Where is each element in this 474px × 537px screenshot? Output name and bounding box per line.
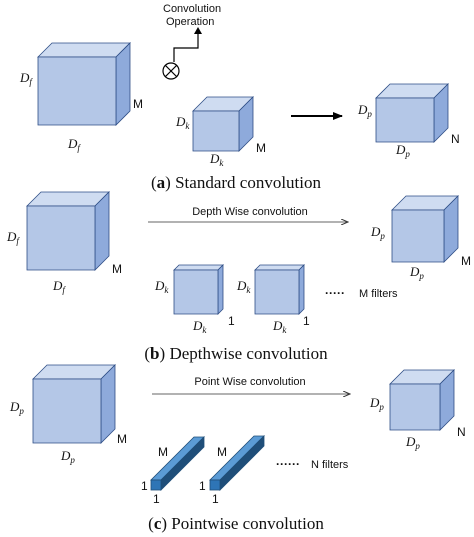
- input-width-label: Df: [67, 136, 81, 153]
- pw-filter-1-length-label: M: [158, 445, 168, 459]
- dw-output-height-label: Dp: [370, 224, 385, 241]
- kernel-height-label: Dk: [175, 114, 190, 131]
- kernel-depth-label: M: [256, 141, 266, 155]
- kernel-cube: [192, 96, 254, 152]
- input-depth-label: M: [133, 97, 143, 111]
- output-feature-map-cube: [375, 83, 449, 143]
- dw-input-depth-label: M: [112, 262, 122, 276]
- dw-filter-2-depth-label: 1: [303, 314, 310, 328]
- pw-filters-count-label: N filters: [311, 459, 349, 471]
- dw-filters-ellipsis: ·····: [325, 286, 345, 300]
- output-width-label: Dp: [395, 142, 410, 159]
- caption-c: (c) Pointwise convolution: [148, 514, 324, 533]
- pw-filter-1-height-label: 1: [141, 479, 148, 493]
- dw-filter-1: [173, 264, 224, 315]
- pw-output-width-label: Dp: [405, 434, 420, 451]
- panel-standard-convolution: Convolution Operation Df Df M Dk Dk M Dp…: [19, 3, 460, 192]
- depthwise-arrow-label: Depth Wise convolution: [192, 206, 308, 218]
- input-height-label: Df: [19, 70, 33, 87]
- panel-pointwise-convolution: Dp Dp M Point Wise convolution Dp Dp N M…: [9, 364, 466, 533]
- dw-filter-2-height-label: Dk: [236, 278, 251, 295]
- convolution-operator-icon: [162, 62, 180, 80]
- panel-depthwise-convolution: Df Df M Depth Wise convolution Dp Dp M D…: [6, 191, 471, 363]
- pw-output-depth-label: N: [457, 425, 466, 439]
- operation-connector-arrowhead: [194, 27, 202, 34]
- dw-output-width-label: Dp: [409, 264, 424, 281]
- dw-filter-2-width-label: Dk: [272, 318, 287, 335]
- caption-a: (a) Standard convolution: [151, 173, 321, 192]
- pw-input-depth-label: M: [117, 432, 127, 446]
- dw-filter-1-width-label: Dk: [192, 318, 207, 335]
- dw-output-cube: [391, 195, 459, 263]
- pw-output-height-label: Dp: [369, 395, 384, 412]
- pw-filter-2-width-label: 1: [212, 492, 219, 506]
- dw-filters-count-label: M filters: [359, 288, 398, 300]
- dw-input-cube: [26, 191, 110, 271]
- pw-filter-1: [150, 436, 205, 491]
- pw-input-width-label: Dp: [60, 448, 75, 465]
- output-depth-label: N: [451, 132, 460, 146]
- pw-filters-ellipsis: ······: [276, 457, 300, 471]
- output-height-label: Dp: [357, 102, 372, 119]
- input-feature-map-cube: [37, 42, 131, 126]
- dw-input-height-label: Df: [6, 229, 20, 246]
- pw-output-cube: [389, 369, 455, 431]
- dw-filter-2: [254, 264, 305, 315]
- caption-b: (b) Depthwise convolution: [144, 344, 328, 363]
- pw-input-height-label: Dp: [9, 399, 24, 416]
- pw-filter-1-width-label: 1: [153, 492, 160, 506]
- kernel-width-label: Dk: [209, 151, 224, 168]
- operation-connector-line: [173, 34, 199, 62]
- pw-input-cube: [32, 364, 116, 444]
- dw-input-width-label: Df: [52, 278, 66, 295]
- dw-filter-1-depth-label: 1: [228, 314, 235, 328]
- pw-filter-2: [209, 435, 265, 491]
- dw-filter-1-height-label: Dk: [154, 278, 169, 295]
- operation-label-line2: Operation: [166, 16, 214, 28]
- pw-filter-2-height-label: 1: [199, 479, 206, 493]
- pointwise-arrow-label: Point Wise convolution: [194, 376, 305, 388]
- operation-label-line1: Convolution: [163, 3, 221, 15]
- pw-filter-2-length-label: M: [217, 445, 227, 459]
- dw-output-depth-label: M: [461, 254, 471, 268]
